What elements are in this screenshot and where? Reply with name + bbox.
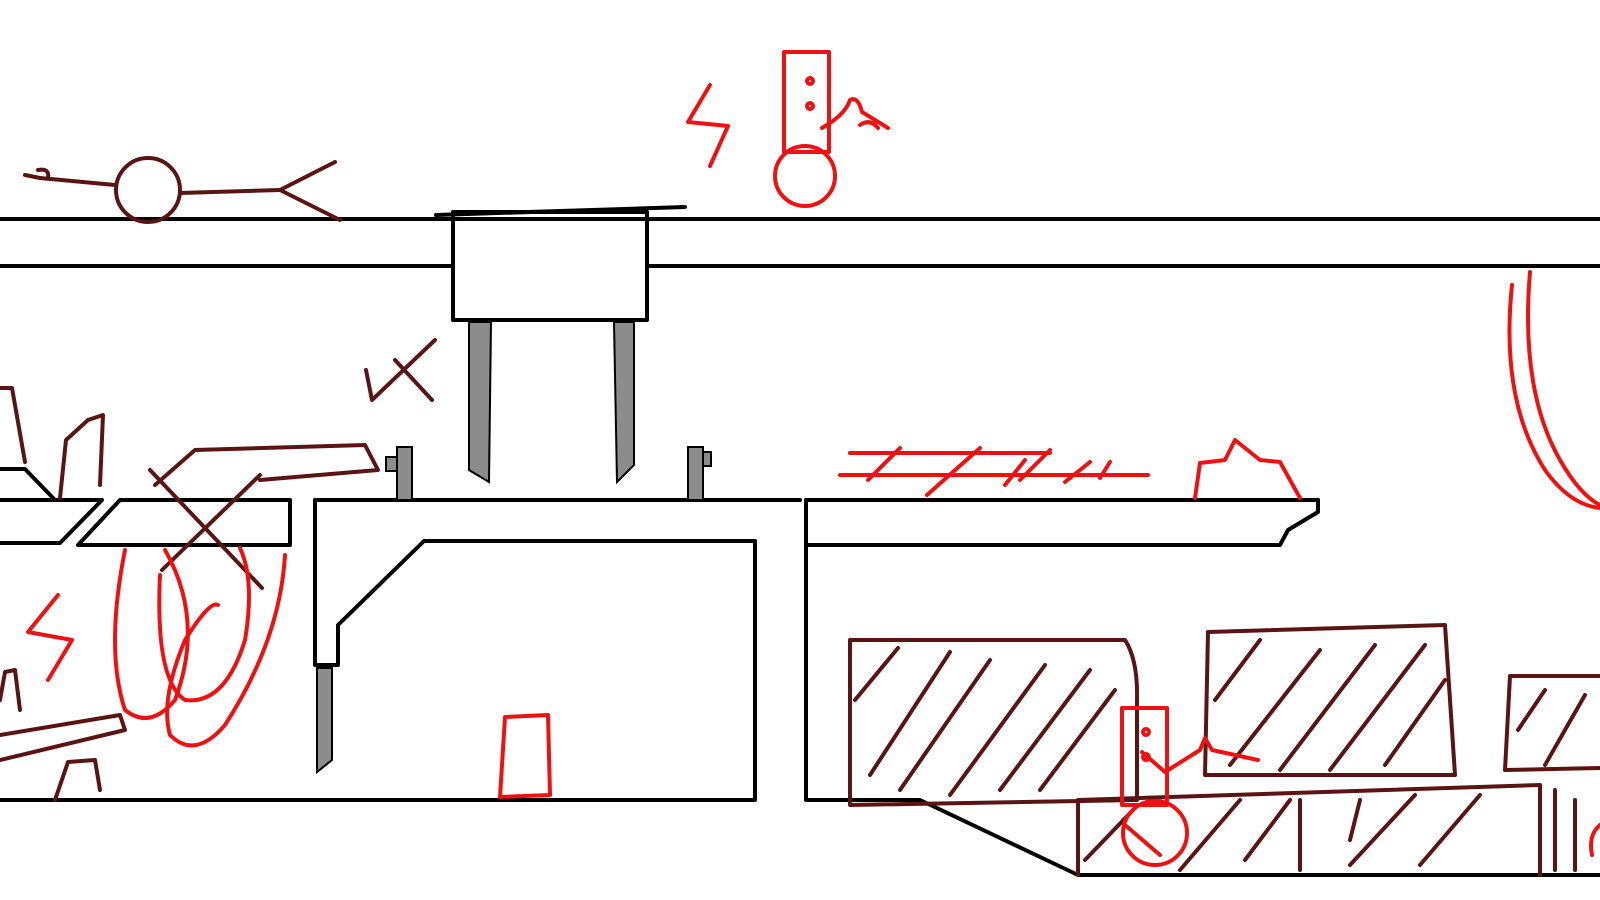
dark-hooks [0,388,125,800]
spike-icon [614,322,634,482]
thermometer-icon [1122,708,1258,865]
crate-icon [850,640,1137,805]
x-mark-icon [366,340,435,400]
stick-figure-icon [25,158,340,222]
spike-icon [469,322,491,482]
spike-icon [317,668,332,772]
red-scribble-loops [115,548,285,745]
top-platform [0,219,1600,266]
crate-icon [1078,785,1575,875]
crate-icon [1505,676,1600,770]
red-crate-icon [500,715,550,797]
thermometer-icon [775,52,888,206]
crate-icon [1205,625,1455,775]
red-bell-icon [1195,440,1300,498]
x-mark-icon [150,445,378,588]
red-edge-mark [1591,825,1600,855]
left-ledge [0,469,290,545]
crusher-block [436,207,685,320]
red-fence [840,448,1148,495]
red-arc [1509,272,1600,508]
lightning-icon [28,595,72,680]
crusher-spikes [469,322,634,482]
lightning-icon [688,85,728,166]
small-posts [386,447,711,500]
